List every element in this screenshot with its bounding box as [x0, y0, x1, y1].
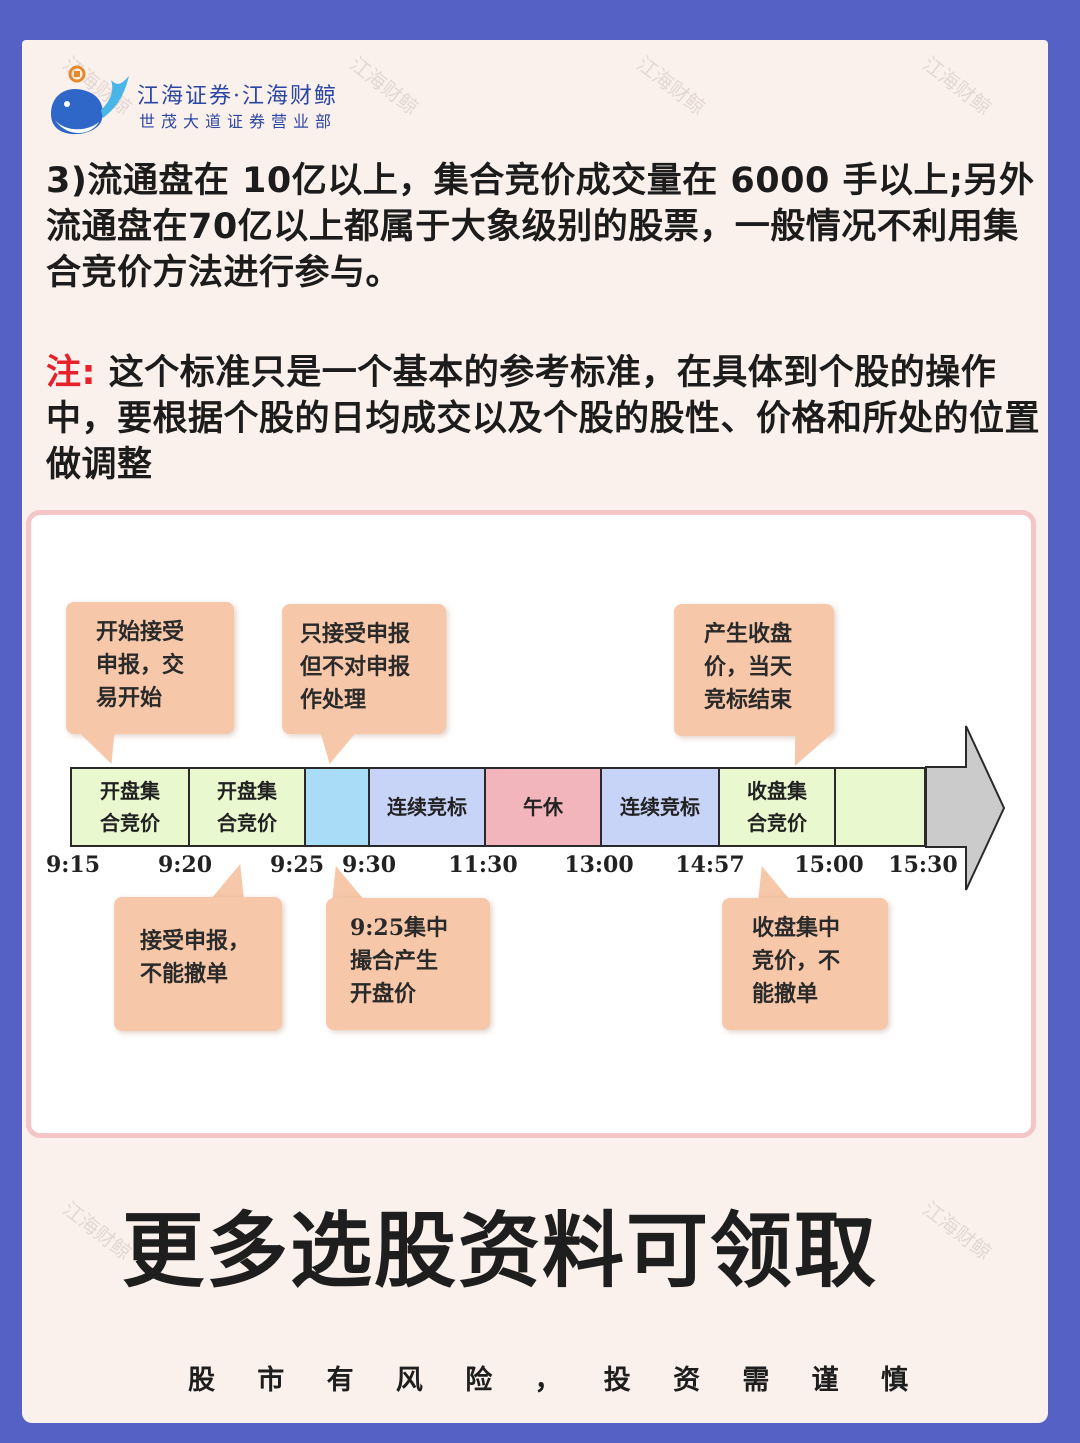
tick-label: 13:00 [564, 852, 634, 878]
segment-open-auction-1: 开盘集 合竞价 [70, 767, 188, 847]
callout-opening-price: 9:25集中 撮合产生 开盘价 [326, 898, 490, 1030]
risk-warning: 股 市 有 风 险 ， 投 资 需 谨 慎 [188, 1358, 908, 1397]
risk-char: 险 [465, 1365, 493, 1396]
segment-continuous-morning: 连续竞标 [368, 767, 484, 847]
segment-open-auction-2: 开盘集 合竞价 [188, 767, 304, 847]
tick-label: 9:30 [341, 852, 397, 878]
risk-char: 资 [673, 1365, 701, 1396]
tick-label: 9:25 [269, 852, 325, 878]
criteria-paragraph: 3)流通盘在 10亿以上，集合竞价成交量在 6000 手以上;另外流通盘在70亿… [46, 161, 1035, 293]
tick-label: 14:57 [675, 852, 745, 878]
brand-name: 江海证券·江海财鲸 [137, 84, 338, 109]
risk-char: ， [534, 1365, 562, 1396]
tick-label: 11:30 [448, 852, 518, 878]
brand-header: 江海证券·江海财鲸 世茂大道证券营业部 [45, 62, 375, 142]
callout-no-cancel: 接受申报， 不能撤单 [114, 897, 282, 1031]
segment-close-auction: 收盘集 合竞价 [718, 767, 834, 847]
callout-close-no-cancel: 收盘集中 竞价，不 能撤单 [722, 898, 888, 1030]
tick-label: 15:00 [794, 852, 864, 878]
segment-after-close [834, 767, 926, 847]
callout-accept-no-process: 只接受申报 但不对申报 作处理 [282, 604, 446, 734]
risk-char: 有 [326, 1365, 354, 1396]
risk-char: 市 [257, 1365, 285, 1396]
timeline-arrowhead [925, 725, 1006, 891]
brand-branch: 世茂大道证券营业部 [139, 112, 338, 131]
cta-headline: 更多选股资料可领取 [121, 1204, 878, 1299]
callout-trading-start: 开始接受 申报，交 易开始 [66, 602, 234, 734]
segment-continuous-afternoon: 连续竞标 [600, 767, 718, 847]
segment-matching [304, 767, 368, 847]
risk-char: 需 [742, 1365, 770, 1396]
risk-char: 谨 [811, 1365, 839, 1396]
risk-char: 慎 [880, 1365, 908, 1396]
whale-logo-icon [51, 65, 129, 135]
risk-char: 股 [188, 1365, 215, 1396]
callout-closing-price: 产生收盘 价，当天 竞标结束 [674, 604, 834, 736]
risk-char: 投 [603, 1365, 631, 1396]
note-paragraph: 注: 这个标准只是一个基本的参考标准，在具体到个股的操作中，要根据个股的日均成交… [46, 350, 1046, 488]
tick-label: 9:20 [157, 852, 213, 878]
segment-lunch-break: 午休 [484, 767, 600, 847]
risk-char: 风 [395, 1365, 423, 1396]
note-text: 这个标准只是一个基本的参考标准，在具体到个股的操作中，要根据个股的日均成交以及个… [46, 353, 1041, 485]
tick-label: 9:15 [45, 852, 101, 878]
tick-label: 15:30 [888, 852, 958, 878]
note-label: 注: [46, 353, 96, 393]
